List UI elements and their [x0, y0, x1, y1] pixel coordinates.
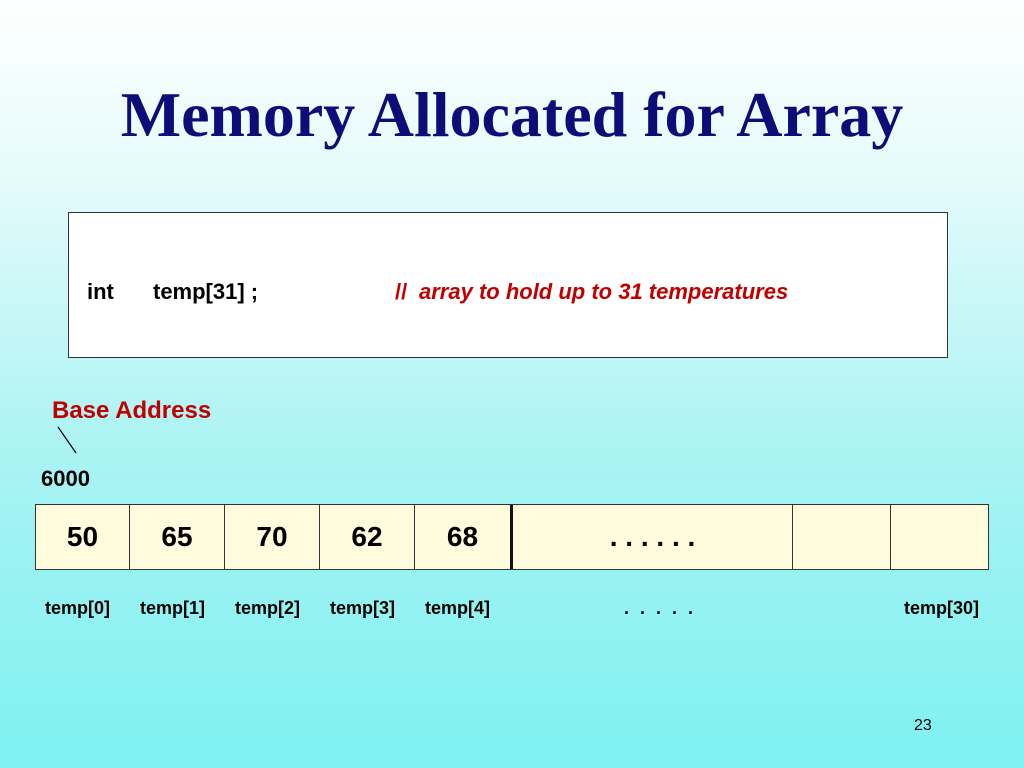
array-cell — [891, 505, 988, 569]
array-cell: 50 — [36, 505, 130, 569]
base-address-label: Base Address — [52, 397, 212, 424]
page-number: 23 — [914, 717, 932, 734]
array-cell: 65 — [130, 505, 225, 569]
index-label: temp[0] — [45, 598, 111, 618]
base-address-pointer — [57, 426, 77, 454]
comment-text: array to hold up to 31 temperatures — [419, 279, 789, 304]
index-label: temp[3] — [330, 598, 396, 618]
index-label: temp[1] — [140, 598, 206, 618]
array-ellipsis-cell: . . . . . . — [513, 505, 793, 569]
code-declaration: temp[31] ; — [153, 279, 259, 304]
array-memory-row: 50 65 70 62 68 . . . . . . — [35, 504, 989, 570]
index-label: temp[30] — [904, 598, 980, 618]
index-label: temp[2] — [235, 598, 301, 618]
slide-title: Memory Allocated for Array — [120, 79, 904, 150]
array-cell: 68 — [415, 505, 513, 569]
code-box: int temp[31] ; // array to hold up to 31… — [68, 212, 948, 358]
array-cell: 70 — [225, 505, 320, 569]
array-cell: 62 — [320, 505, 415, 569]
code-keyword: int — [87, 279, 114, 304]
comment-slashes: // — [395, 279, 408, 304]
array-cell — [793, 505, 891, 569]
index-label: temp[4] — [425, 598, 491, 618]
base-address-value: 6000 — [41, 466, 90, 491]
index-ellipsis: . . . . . — [624, 598, 697, 618]
